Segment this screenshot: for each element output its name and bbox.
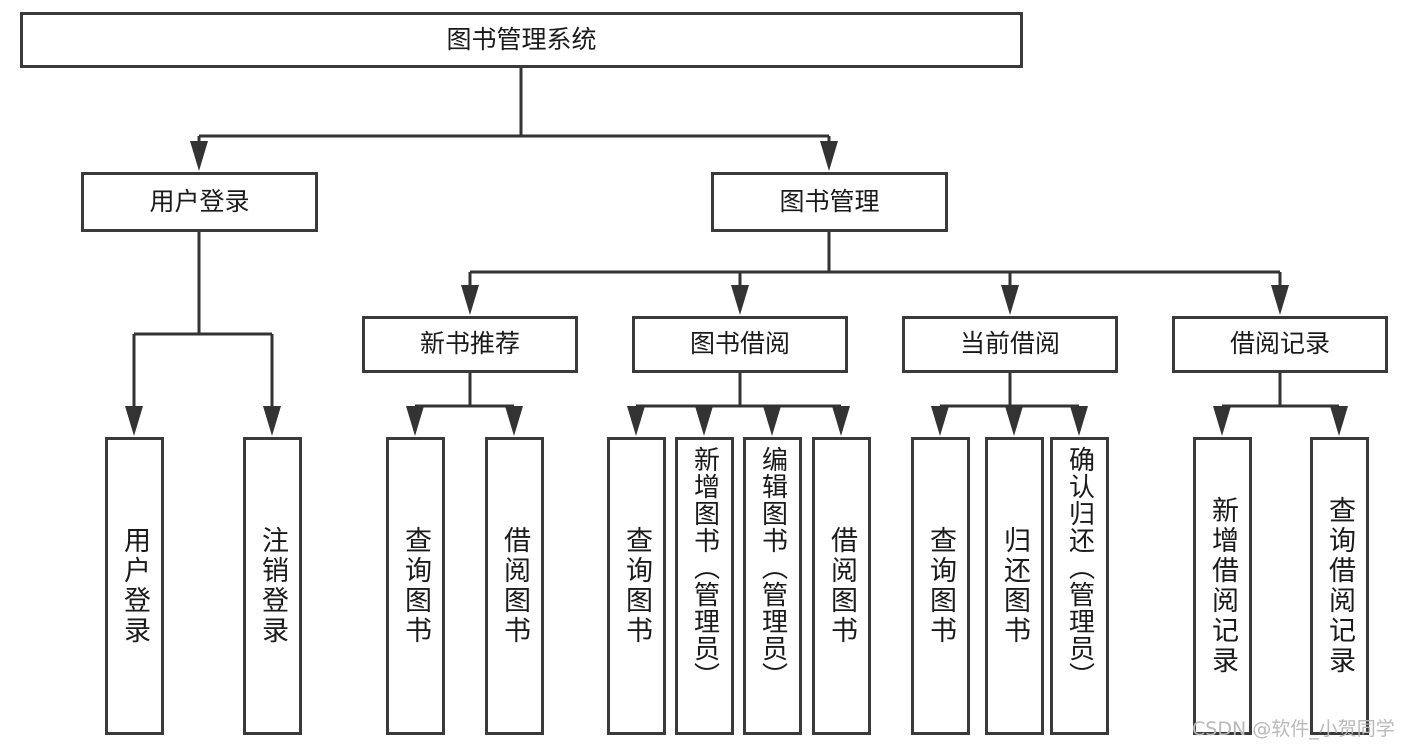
node-label: 新增借阅记录 [1207,496,1238,676]
node-label: 确认归还（管理员） [1064,446,1095,689]
node-l-nb-borrow[interactable]: 借阅图书 [485,437,544,735]
node-label: 用户登录 [119,526,150,646]
edge-group-g-root [190,68,838,171]
node-l-cu-query[interactable]: 查询图书 [911,437,970,735]
node-label: 归还图书 [999,526,1030,646]
edge-group-g-newbook [406,373,523,436]
node-label: 新增图书（管理员） [689,446,720,689]
node-label: 查询图书 [621,526,652,646]
node-label: 借阅图书 [499,526,530,646]
node-label: 编辑图书（管理员） [757,446,788,689]
node-bookmgmt[interactable]: 图书管理 [711,172,948,232]
edge-group-g-borrow [627,373,850,436]
node-current[interactable]: 当前借阅 [902,316,1118,373]
node-login[interactable]: 用户登录 [81,172,318,232]
node-l-bo-query[interactable]: 查询图书 [607,437,666,735]
node-label: 借阅图书 [826,526,857,646]
node-label: 借阅记录 [1229,329,1330,359]
node-l-bo-add[interactable]: 新增图书（管理员） [675,437,734,735]
node-l-re-add[interactable]: 新增借阅记录 [1193,437,1252,735]
node-label: 新书推荐 [419,329,520,359]
edge-group-g-login [125,232,281,436]
node-label: 查询图书 [400,526,431,646]
node-l-bo-lend[interactable]: 借阅图书 [812,437,871,735]
edge-group-g-bookmgmt [461,232,1289,315]
node-l-login[interactable]: 用户登录 [105,437,164,735]
node-records[interactable]: 借阅记录 [1172,316,1388,373]
edge-group-g-records [1213,373,1348,436]
node-l-logout[interactable]: 注销登录 [243,437,302,735]
node-l-cu-conf[interactable]: 确认归还（管理员） [1050,437,1109,735]
node-label: 图书借阅 [689,329,790,359]
node-l-cu-return[interactable]: 归还图书 [985,437,1044,735]
node-borrow[interactable]: 图书借阅 [632,316,848,373]
node-l-re-query[interactable]: 查询借阅记录 [1310,437,1369,735]
node-label: 查询借阅记录 [1324,496,1355,676]
node-l-bo-edit[interactable]: 编辑图书（管理员） [743,437,802,735]
node-newbook[interactable]: 新书推荐 [362,316,578,373]
edge-group-g-current [931,373,1088,436]
node-label: 用户登录 [149,186,250,216]
node-label: 当前借阅 [959,329,1060,359]
node-label: 图书管理系统 [446,24,597,54]
node-label: 图书管理 [779,186,880,216]
node-root[interactable]: 图书管理系统 [20,12,1023,68]
node-label: 查询图书 [925,526,956,646]
node-label: 注销登录 [257,526,288,646]
node-l-nb-query[interactable]: 查询图书 [386,437,445,735]
